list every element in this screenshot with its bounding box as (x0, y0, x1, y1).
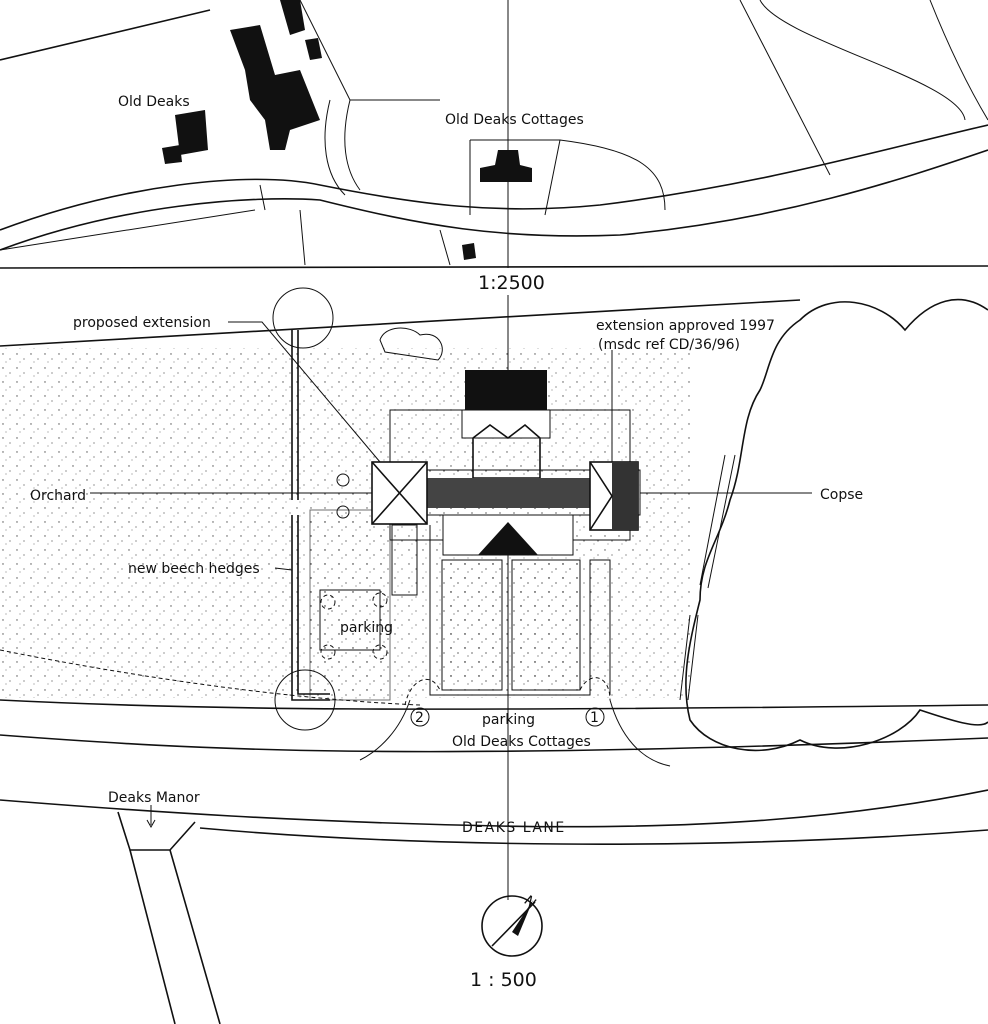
old-deaks-building (230, 25, 320, 150)
old-deaks-cottages-label: Old Deaks Cottages (445, 112, 584, 128)
location-map: Old Deaks Old Deaks Cottages (0, 0, 988, 266)
marker-2-circle (410, 707, 430, 727)
deaks-manor-label: Deaks Manor (108, 790, 200, 806)
parking-owner-label: Old Deaks Cottages (452, 734, 591, 750)
msdc-ref-label: (msdc ref CD/36/96) (598, 337, 740, 353)
old-deaks-cottages-building (480, 150, 532, 182)
site-plan-scale: 1 : 500 (470, 969, 537, 991)
north-arrow-icon (481, 895, 543, 957)
new-beech-hedges-label: new beech hedges (128, 561, 260, 577)
parking-front-label: parking (482, 712, 535, 728)
marker-1-circle (585, 707, 605, 727)
marker-2-label: 2 (415, 710, 424, 726)
location-map-scale: 1:2500 (478, 272, 545, 294)
marker-1-label: 1 (590, 710, 599, 726)
parking-side-label: parking (340, 620, 393, 636)
map-divider (0, 265, 988, 269)
proposed-extension-label: proposed extension (73, 315, 211, 331)
orchard-label: Orchard (30, 488, 86, 504)
copse-label: Copse (820, 487, 863, 503)
old-deaks-label: Old Deaks (118, 94, 190, 110)
copse-trees (685, 298, 988, 752)
house-plan (336, 370, 641, 696)
road-label: DEAKS LANE (462, 820, 566, 836)
extension-approved-label: extension approved 1997 (596, 318, 775, 334)
tree (272, 287, 334, 349)
site-plan (0, 287, 988, 1024)
